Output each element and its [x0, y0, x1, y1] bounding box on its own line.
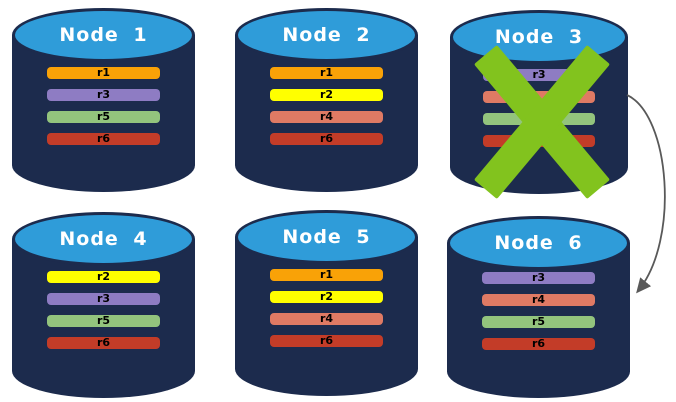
replica-bar: r3 [482, 272, 595, 284]
cylinder-top: Node 6 [447, 216, 630, 270]
replica-label: r1 [96, 66, 111, 79]
replica-label: r2 [96, 270, 111, 283]
replica-bar: r3 [47, 293, 160, 305]
replica-label: r6 [531, 337, 546, 350]
replica-bar: r3 [47, 89, 160, 101]
replica-bar: r5 [47, 315, 160, 327]
replica-label: r3 [532, 68, 546, 81]
node-title: Node 4 [59, 228, 148, 250]
replica-label: r4 [319, 312, 334, 325]
replica-bar: r4 [482, 294, 595, 306]
replica-bar [483, 135, 595, 147]
db-node-6: Node 6 r3 r4 r5 r6 [447, 216, 630, 398]
replica-bar [483, 113, 595, 125]
replica-bar: r6 [270, 335, 383, 347]
replica-bar: r6 [270, 133, 383, 145]
replica-label: r6 [96, 132, 111, 145]
replica-list: r1 r2 r4 r6 [270, 67, 383, 155]
replica-label: r4 [319, 110, 334, 123]
db-node-3: Node 3 r3 [450, 10, 628, 200]
node-title: Node 1 [59, 24, 148, 46]
db-node-4: Node 4 r2 r3 r5 r6 [12, 212, 195, 398]
replica-list: r3 [483, 69, 595, 157]
replica-label: r2 [319, 88, 334, 101]
replica-bar: r2 [270, 89, 383, 101]
replica-list: r3 r4 r5 r6 [482, 272, 595, 360]
replica-label: r6 [319, 132, 334, 145]
replica-label: r3 [531, 271, 546, 284]
node-title: Node 3 [494, 26, 584, 48]
node-title: Node 2 [282, 24, 371, 46]
arrow-curve [626, 94, 666, 294]
replica-label: r6 [96, 336, 111, 349]
cylinder-top: Node 5 [235, 210, 418, 264]
replica-label: r5 [96, 110, 111, 123]
replica-bar: r1 [270, 269, 383, 281]
cylinder-top: Node 4 [12, 212, 195, 266]
replica-bar: r6 [482, 338, 595, 350]
replica-bar: r1 [47, 67, 160, 79]
replica-label: r3 [96, 292, 111, 305]
replica-list: r2 r3 r5 r6 [47, 271, 160, 359]
replica-bar: r4 [270, 111, 383, 123]
cylinder-top: Node 2 [235, 8, 418, 62]
db-node-5: Node 5 r1 r2 r4 r6 [235, 210, 418, 396]
replica-label: r2 [319, 290, 334, 303]
replica-label: r4 [531, 293, 546, 306]
replica-bar: r1 [270, 67, 383, 79]
replica-bar: r3 [483, 69, 595, 81]
replica-label: r6 [319, 334, 334, 347]
replica-list: r1 r2 r4 r6 [270, 269, 383, 357]
replica-bar [483, 91, 595, 103]
replica-label: r1 [319, 66, 334, 79]
replica-bar: r4 [270, 313, 383, 325]
replica-bar: r6 [47, 337, 160, 349]
replica-bar: r5 [482, 316, 595, 328]
replica-bar: r2 [47, 271, 160, 283]
replica-label: r3 [96, 88, 111, 101]
node-title: Node 5 [282, 226, 371, 248]
replica-label: r1 [319, 268, 334, 281]
db-node-1: Node 1 r1 r3 r5 r6 [12, 8, 195, 192]
replica-label: r5 [531, 315, 546, 328]
cylinder-top: Node 3 [450, 10, 628, 64]
node-title: Node 6 [494, 232, 583, 254]
replica-bar: r6 [47, 133, 160, 145]
replica-bar: r5 [47, 111, 160, 123]
replica-bar: r2 [270, 291, 383, 303]
db-node-2: Node 2 r1 r2 r4 r6 [235, 8, 418, 192]
replica-list: r1 r3 r5 r6 [47, 67, 160, 155]
cylinder-top: Node 1 [12, 8, 195, 62]
replica-label: r5 [96, 314, 111, 327]
